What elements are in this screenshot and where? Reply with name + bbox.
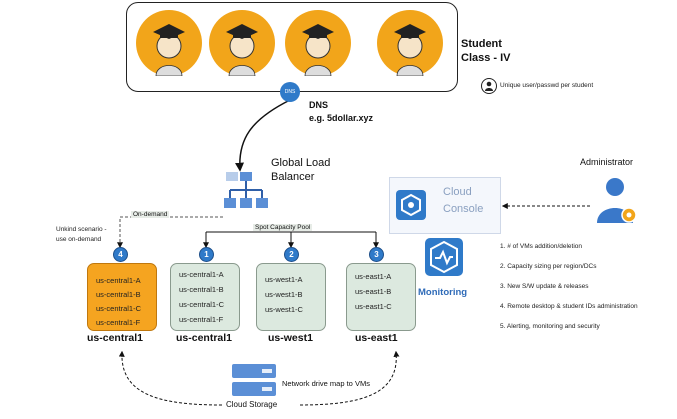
student-avatar-icon (285, 10, 351, 77)
network-drive-label: Network drive map to VMs (282, 379, 370, 388)
vm-item: us-central1-F (96, 318, 141, 327)
load-balancer-icon (222, 170, 270, 218)
vm-item: us-east1-B (355, 287, 392, 296)
dns-label: DNS (309, 100, 329, 110)
cloud-storage-label: Cloud Storage (226, 400, 278, 409)
region-box-us-central1-on-demand: us-central1-A us-central1-B us-central1-… (87, 263, 157, 331)
vm-item: us-central1-C (179, 300, 225, 309)
unkind-scenario-line-1: Unkind scenario - (56, 226, 107, 233)
student-avatar-icon (209, 10, 275, 77)
unkind-scenario-line-2: use on-demand (56, 236, 102, 243)
vm-item: us-east1-C (355, 302, 392, 311)
region-badge: 4 (113, 247, 128, 262)
region-badge: 3 (369, 247, 384, 262)
students-note: Unique user/passwd per student (500, 82, 594, 89)
students-class: Class - IV (461, 52, 511, 64)
admin-task-item: 5. Alerting, monitoring and security (500, 323, 600, 330)
region-box-us-central1: us-central1-A us-central1-B us-central1-… (170, 263, 240, 331)
dns-icon: DNS (280, 82, 300, 102)
student-avatar-icon (377, 10, 443, 77)
vm-item: us-central1-B (96, 290, 141, 299)
vm-item: us-west1-B (265, 290, 303, 299)
vm-item: us-west1-C (265, 305, 303, 314)
region-badge: 1 (199, 247, 214, 262)
dns-example: e.g. 5dollar.xyz (309, 113, 374, 123)
vm-item: us-central1-B (179, 285, 224, 294)
vm-item: us-central1-C (96, 304, 142, 313)
region-label: us-central1 (87, 332, 144, 344)
monitoring-label: Monitoring (418, 287, 468, 298)
on-demand-label: On-demand (131, 211, 170, 218)
spot-pool-label: Spot Capacity Pool (253, 224, 313, 231)
region-label: us-central1 (176, 332, 233, 344)
administrator-icon (595, 175, 639, 227)
vm-item: us-central1-A (96, 276, 141, 285)
user-icon (481, 78, 497, 94)
admin-task-item: 3. New S/W update & releases (500, 283, 589, 290)
region-label: us-east1 (355, 332, 398, 344)
monitoring-icon (425, 238, 463, 276)
load-balancer-title-1: Global Load (271, 157, 331, 169)
admin-task-item: 2. Capacity sizing per region/DCs (500, 263, 597, 270)
region-box-us-west1: us-west1-A us-west1-B us-west1-C (256, 263, 326, 331)
administrator-label: Administrator (580, 157, 634, 167)
admin-task-item: 4. Remote desktop & student IDs administ… (500, 303, 638, 310)
cloud-console-icon (396, 190, 426, 220)
student-avatar-icon (136, 10, 202, 77)
region-label: us-west1 (268, 332, 313, 344)
students-title: Student (461, 38, 502, 50)
region-box-us-east1: us-east1-A us-east1-B us-east1-C (346, 263, 416, 331)
vm-item: us-west1-A (265, 275, 303, 284)
admin-task-item: 1. # of VMs addition/deletion (500, 243, 583, 250)
load-balancer-title-2: Balancer (271, 171, 315, 183)
vm-item: us-central1-F (179, 315, 224, 324)
vm-item: us-east1-A (355, 272, 392, 281)
region-badge: 2 (284, 247, 299, 262)
cloud-console-line-1: Cloud (443, 186, 472, 198)
cloud-storage-icon (232, 362, 276, 398)
cloud-console-line-2: Console (443, 203, 484, 215)
vm-item: us-central1-A (179, 270, 224, 279)
